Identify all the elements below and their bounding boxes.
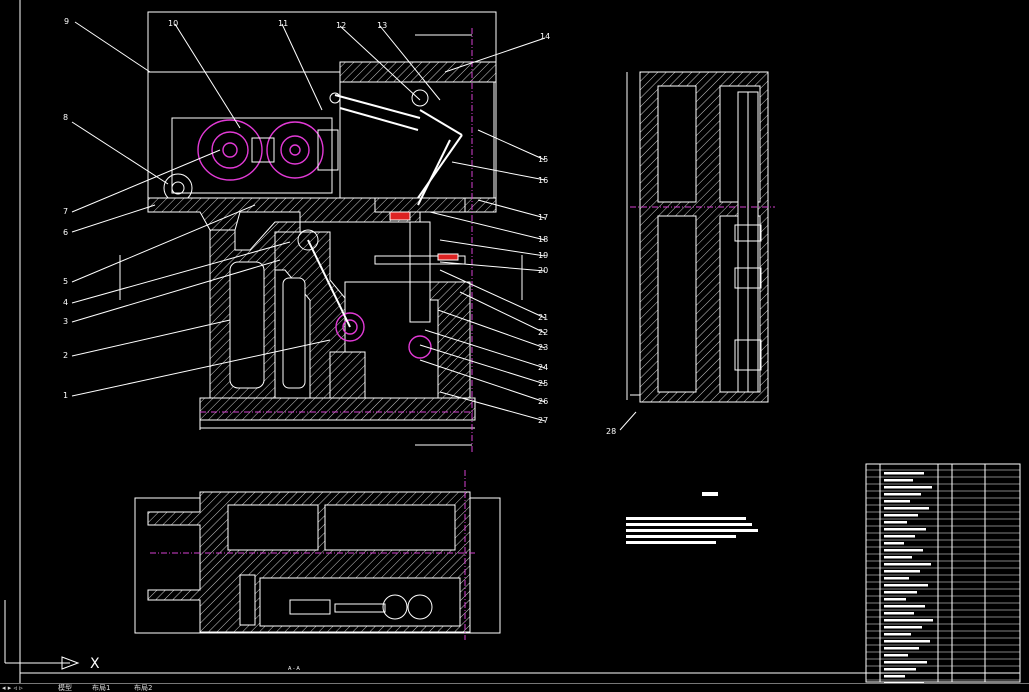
callout-2: 2: [63, 351, 68, 360]
parts-list-text-bar: [884, 535, 915, 538]
callout-22: 22: [538, 328, 548, 337]
callout-15: 15: [538, 155, 548, 164]
parts-list-text-bar: [884, 570, 920, 573]
parts-list-text-bar: [884, 619, 933, 622]
parts-list-rows: [866, 469, 1020, 685]
callout-8: 8: [63, 113, 68, 122]
callout-20: 20: [538, 266, 548, 275]
parts-list-text-bar: [884, 556, 912, 559]
callout-19: 19: [538, 251, 548, 260]
callout-7: 7: [63, 207, 68, 216]
technical-notes: [626, 492, 758, 544]
parts-list-text-bar: [884, 479, 913, 482]
parts-list-text-bar: [884, 626, 922, 629]
callouts: 9 10 8 7 6 5 4 3 2 1 11 12 13 14 15 16 1…: [63, 17, 616, 436]
parts-list-text-bar: [884, 521, 907, 524]
callout-12: 12: [336, 21, 346, 30]
callout-28: 28: [606, 427, 616, 436]
ucs-axis-icon: X: [4, 600, 100, 672]
drawing-frame: [19, 0, 1020, 683]
parts-list-text-bar: [884, 542, 904, 545]
axis-x-label: X: [90, 656, 100, 672]
callout-17: 17: [538, 213, 548, 222]
parts-list-text-bar: [884, 598, 906, 601]
main-elevation-view: [119, 11, 523, 452]
parts-list-text-bar: [884, 563, 931, 566]
callout-6: 6: [63, 228, 68, 237]
parts-list-text-bar: [884, 500, 910, 503]
callout-21: 21: [538, 313, 548, 322]
parts-list-text-bar: [884, 675, 905, 678]
tab-layout-1[interactable]: 布局1: [92, 684, 111, 692]
callout-10: 10: [168, 19, 178, 28]
parts-list-text-bar: [884, 514, 918, 517]
parts-list-text-bar: [884, 661, 927, 664]
plan-section-view: A - A: [134, 470, 501, 672]
parts-list-text-bar: [884, 654, 908, 657]
parts-list-text-bar: [884, 577, 909, 580]
callout-23: 23: [538, 343, 548, 352]
callout-25: 25: [538, 379, 548, 388]
layout-tab-bar: ◂ ▸ ◃ ▹ 模型 布局1 布局2: [0, 683, 1029, 692]
parts-list-text-bar: [884, 647, 919, 650]
callout-3: 3: [63, 317, 68, 326]
parts-list-text-bar: [884, 549, 923, 552]
callout-16: 16: [538, 176, 548, 185]
callout-13: 13: [377, 21, 387, 30]
parts-list-text-bar: [884, 472, 924, 475]
leader-lines: [71, 21, 546, 422]
parts-list-text-bar: [884, 668, 916, 671]
parts-list-text-bar: [884, 584, 928, 587]
parts-list-text-bar: [884, 493, 921, 496]
parts-list-text-bar: [884, 605, 925, 608]
parts-list-text-bar: [884, 612, 914, 615]
callout-18: 18: [538, 235, 548, 244]
callout-11: 11: [278, 19, 288, 28]
parts-list-text-bar: [884, 486, 932, 489]
side-section-view: [619, 71, 775, 431]
parts-list-text-bar: [884, 640, 930, 643]
parts-list-text-bar: [884, 591, 917, 594]
callout-4: 4: [63, 298, 68, 307]
callout-27: 27: [538, 416, 548, 425]
tab-nav-arrows-icon[interactable]: ◂ ▸ ◃ ▹: [2, 684, 23, 692]
callout-26: 26: [538, 397, 548, 406]
callout-24: 24: [538, 363, 548, 372]
parts-list-text-bar: [884, 528, 926, 531]
callout-14: 14: [540, 32, 550, 41]
callout-9: 9: [64, 17, 69, 26]
section-label-aa: A - A: [288, 666, 300, 672]
parts-list-text-bar: [884, 507, 929, 510]
parts-list-title-block: [865, 463, 1021, 685]
tab-layout-2[interactable]: 布局2: [134, 684, 153, 692]
callout-5: 5: [63, 277, 68, 286]
callout-1: 1: [63, 391, 68, 400]
parts-list-text-bar: [884, 633, 911, 636]
tab-model[interactable]: 模型: [58, 684, 72, 692]
